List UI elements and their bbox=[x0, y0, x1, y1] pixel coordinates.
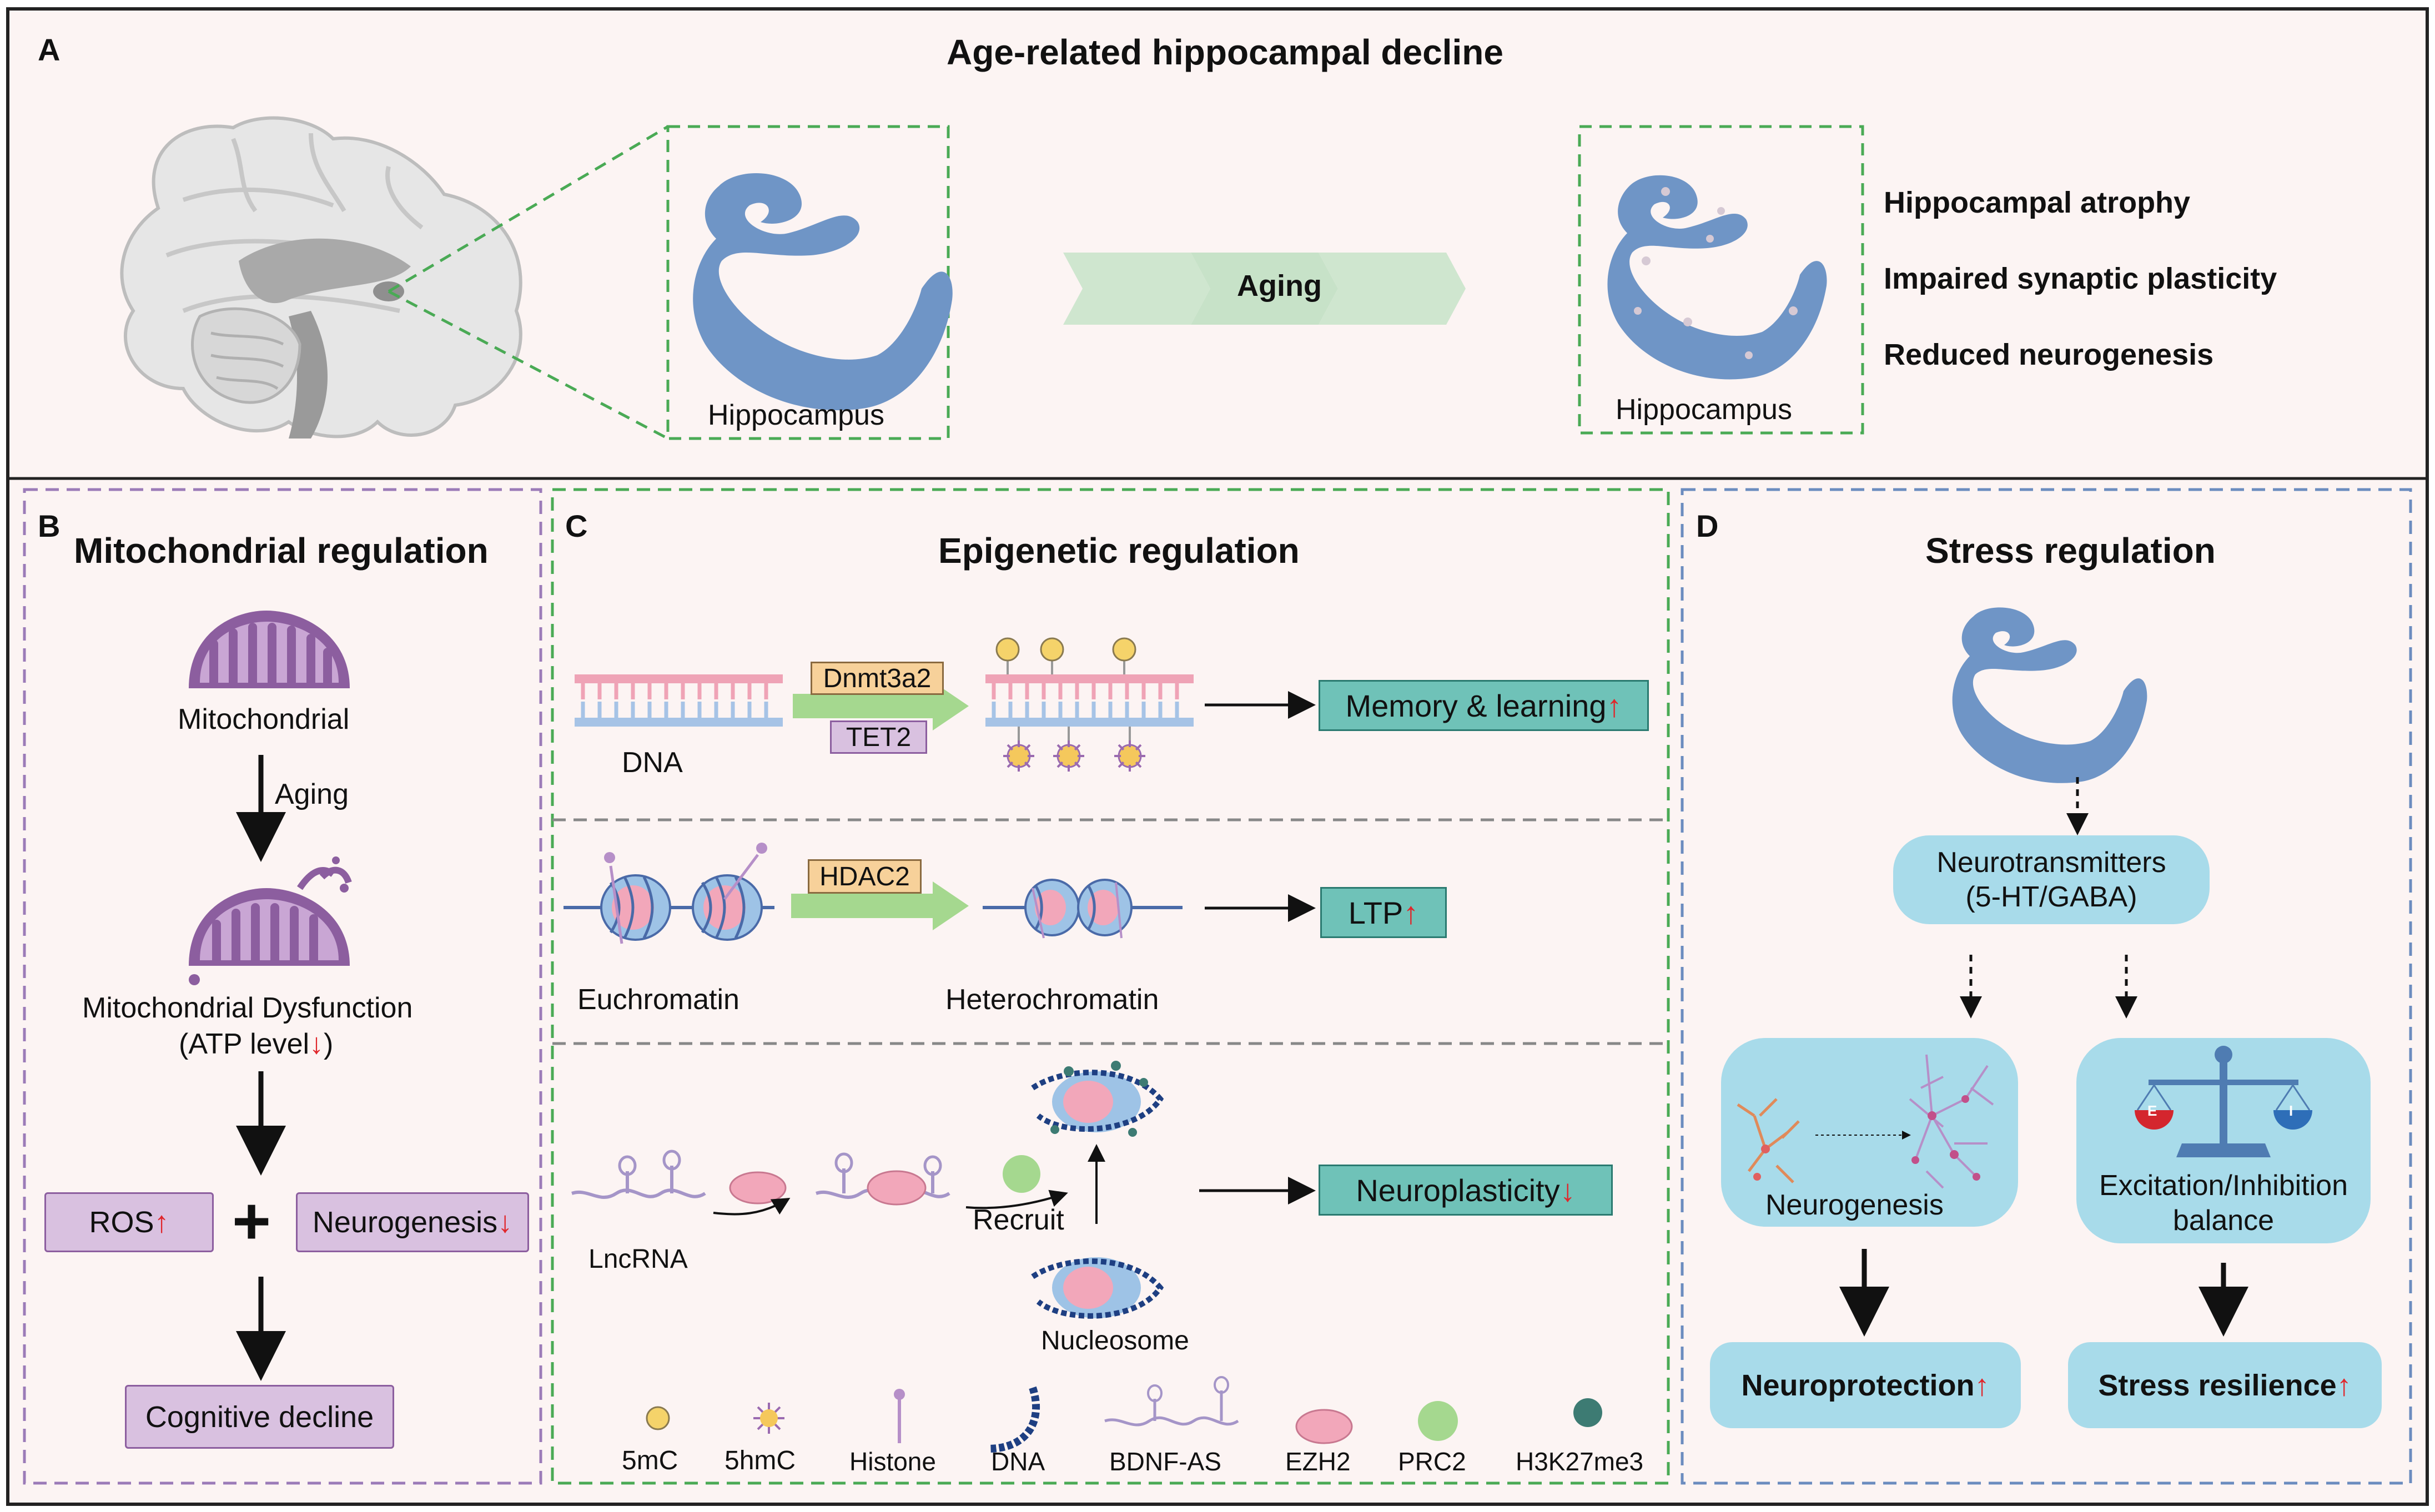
outcome-synaptic-plasticity: Impaired synaptic plasticity bbox=[1884, 262, 2277, 295]
panel-d-title: Stress regulation bbox=[1925, 531, 2216, 571]
legend-histone-label: Histone bbox=[849, 1447, 936, 1476]
neurogenesis-box bbox=[1721, 1038, 2018, 1227]
ei-balance-text: Excitation/Inhibition balance bbox=[2099, 1170, 2348, 1237]
brain-illustration bbox=[120, 116, 522, 439]
nucleosome-top bbox=[1031, 1061, 1164, 1137]
memory-learning-box: Memory & learning↑ bbox=[1319, 680, 1649, 731]
hippocampus-left-box bbox=[666, 125, 950, 440]
neuroprotection-text: Neuroprotection↑ bbox=[1741, 1368, 1990, 1402]
panel-a-title: Age-related hippocampal decline bbox=[947, 32, 1503, 72]
hippocampus-left-shape bbox=[693, 173, 953, 411]
neurogenesis-down-box: Neurogenesis↓ bbox=[296, 1192, 529, 1252]
aging-label-b: Aging bbox=[275, 778, 349, 810]
mitochondrion-healthy bbox=[189, 611, 350, 688]
dnmt3a2-box: Dnmt3a2 bbox=[811, 662, 944, 695]
resilience-text: Stress resilience↑ bbox=[2098, 1368, 2352, 1402]
dna-strand-left bbox=[575, 674, 783, 727]
legend-ezh2-label: EZH2 bbox=[1285, 1447, 1351, 1476]
recruit-label: Recruit bbox=[973, 1204, 1064, 1236]
outcome-atrophy: Hippocampal atrophy bbox=[1884, 186, 2191, 219]
legend-dna-icon bbox=[988, 1386, 1040, 1453]
panel-d-border bbox=[1681, 488, 2412, 1485]
euchromatin-label: Euchromatin bbox=[577, 984, 739, 1016]
legend-dna-label: DNA bbox=[991, 1447, 1045, 1476]
nucleosome-label: Nucleosome bbox=[1041, 1326, 1189, 1355]
legend-5mc-icon bbox=[646, 1406, 670, 1430]
mitochondrial-label: Mitochondrial bbox=[178, 703, 350, 735]
green-arrow-row2 bbox=[791, 881, 969, 930]
hippocampus-right-box bbox=[1578, 125, 1864, 435]
neuron-sprouts bbox=[1737, 1054, 1994, 1189]
hdac2-box: HDAC2 bbox=[808, 859, 922, 894]
ltp-box: LTP↑ bbox=[1320, 887, 1447, 938]
outcome-neurogenesis: Reduced neurogenesis bbox=[1884, 338, 2214, 371]
legend-h3k27me3-label: H3K27me3 bbox=[1516, 1447, 1644, 1476]
panel-b-border bbox=[23, 488, 542, 1485]
panel-letter-a: A bbox=[38, 32, 61, 67]
arrow-recruit bbox=[965, 1190, 1068, 1209]
aging-chevrons bbox=[1063, 253, 1466, 325]
hippocampus-left-label: Hippocampus bbox=[708, 399, 884, 431]
legend-prc2-icon bbox=[1418, 1401, 1458, 1441]
resilience-box bbox=[2068, 1342, 2382, 1428]
legend-bdnf-as-icon bbox=[1104, 1376, 1239, 1427]
panel-b-title: Mitochondrial regulation bbox=[74, 531, 489, 571]
euchromatin-graphic bbox=[564, 843, 774, 944]
heterochromatin-label: Heterochromatin bbox=[945, 984, 1159, 1016]
legend-bdnf-as-label: BDNF-AS bbox=[1109, 1447, 1221, 1476]
legend-5hmc-icon bbox=[753, 1403, 784, 1434]
dysfunction-line2: (ATP level↓) bbox=[179, 1028, 334, 1060]
scale-e-label: E bbox=[2147, 1102, 2157, 1119]
hippocampus-right-label: Hippocampus bbox=[1616, 394, 1792, 426]
ros-box: ROS↑ bbox=[44, 1192, 214, 1252]
nucleosome-bottom bbox=[1031, 1257, 1164, 1319]
legend-prc2-label: PRC2 bbox=[1398, 1447, 1466, 1476]
ezh2-bound bbox=[729, 1171, 787, 1204]
lncrna-graphic bbox=[571, 1150, 706, 1199]
scale-i-label: I bbox=[2289, 1102, 2293, 1119]
lncrna-ezh2-complex bbox=[816, 1152, 950, 1206]
legend-icons bbox=[646, 1376, 1602, 1453]
balance-scale-icon bbox=[2135, 1046, 2312, 1157]
neuroplasticity-box: Neuroplasticity↓ bbox=[1319, 1165, 1613, 1216]
dysfunction-line1: Mitochondrial Dysfunction bbox=[82, 992, 413, 1024]
prc2-circle bbox=[1003, 1155, 1040, 1193]
aging-label: Aging bbox=[1237, 269, 1322, 303]
panel-letter-b: B bbox=[38, 508, 61, 543]
neurotransmitters-text: Neurotransmitters (5-HT/GABA) bbox=[1936, 846, 2166, 913]
neurogenesis-d-label: Neurogenesis bbox=[1765, 1189, 1944, 1221]
heterochromatin-graphic bbox=[983, 879, 1183, 939]
neuroprotection-box bbox=[1710, 1342, 2021, 1428]
hippocampus-d-shape bbox=[1952, 607, 2147, 783]
legend-ezh2-icon bbox=[1295, 1409, 1353, 1444]
panel-c-title: Epigenetic regulation bbox=[938, 531, 1300, 571]
legend-histone-icon bbox=[894, 1389, 905, 1443]
zoom-line-top bbox=[388, 125, 669, 293]
panel-letter-c: C bbox=[565, 508, 588, 543]
neurotransmitters-box bbox=[1893, 835, 2210, 924]
mitochondrion-dysfunctional bbox=[189, 856, 352, 985]
arrow-lncrna-bind bbox=[713, 1197, 791, 1216]
cognitive-decline-box: Cognitive decline bbox=[125, 1385, 394, 1449]
legend-5mc-label: 5mC bbox=[622, 1446, 678, 1475]
panel-letter-d: D bbox=[1696, 508, 1719, 543]
zoom-line-bottom bbox=[388, 290, 669, 440]
panel-c-border bbox=[551, 488, 1670, 1485]
hippocampus-right-shape bbox=[1607, 175, 1827, 380]
dna-label: DNA bbox=[622, 747, 683, 779]
legend-5hmc-label: 5hmC bbox=[725, 1446, 796, 1475]
tet2-box: TET2 bbox=[830, 720, 927, 754]
legend-h3k27me3-icon bbox=[1573, 1398, 1602, 1427]
dna-strand-methylated bbox=[985, 637, 1194, 772]
plus-sign: + bbox=[232, 1184, 271, 1258]
lncrna-label: LncRNA bbox=[588, 1244, 688, 1274]
